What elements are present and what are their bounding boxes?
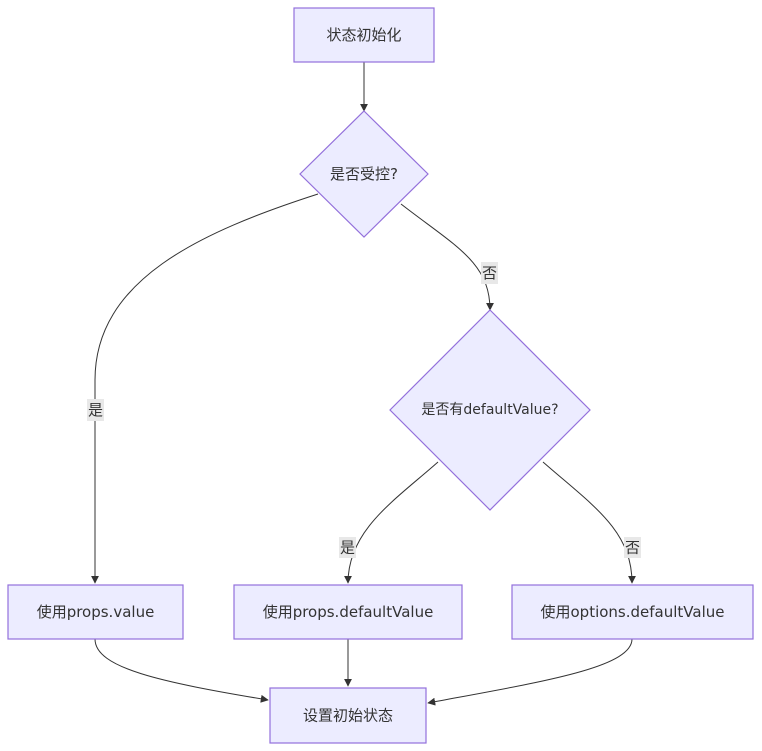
edge-options-default-to-set — [427, 638, 633, 706]
node-use-props-value: 使用props.value — [7, 584, 184, 640]
node-is-controlled: 是否受控? — [299, 110, 429, 238]
svg-text:是: 是 — [340, 539, 355, 557]
edge-default-yes — [344, 461, 439, 584]
node-has-default: 是否有defaultValue? — [389, 309, 591, 511]
svg-text:设置初始状态: 设置初始状态 — [303, 707, 393, 725]
edge-label-controlled-no: 否 — [481, 262, 498, 284]
edge-props-value-to-set — [94, 638, 269, 703]
svg-text:是否受控?: 是否受控? — [330, 165, 398, 183]
edge-label-controlled-yes: 是 — [87, 399, 104, 421]
edge-controlled-yes — [91, 193, 319, 584]
edge-controlled-no — [400, 203, 494, 311]
svg-text:否: 否 — [625, 539, 640, 557]
svg-text:是: 是 — [88, 401, 103, 419]
svg-text:否: 否 — [482, 264, 497, 282]
node-set-initial: 设置初始状态 — [269, 687, 427, 744]
node-start: 状态初始化 — [293, 7, 435, 63]
node-use-options-default: 使用options.defaultValue — [511, 584, 754, 640]
svg-text:使用props.value: 使用props.value — [37, 603, 155, 621]
svg-text:使用options.defaultValue: 使用options.defaultValue — [541, 603, 725, 621]
svg-text:是否有defaultValue?: 是否有defaultValue? — [421, 402, 558, 418]
edge-label-default-yes: 是 — [339, 537, 356, 558]
edge-label-default-no: 否 — [624, 537, 641, 558]
svg-text:使用props.defaultValue: 使用props.defaultValue — [263, 603, 434, 621]
node-use-props-default: 使用props.defaultValue — [233, 584, 463, 640]
svg-text:状态初始化: 状态初始化 — [326, 26, 401, 44]
edge-default-no — [542, 461, 636, 584]
